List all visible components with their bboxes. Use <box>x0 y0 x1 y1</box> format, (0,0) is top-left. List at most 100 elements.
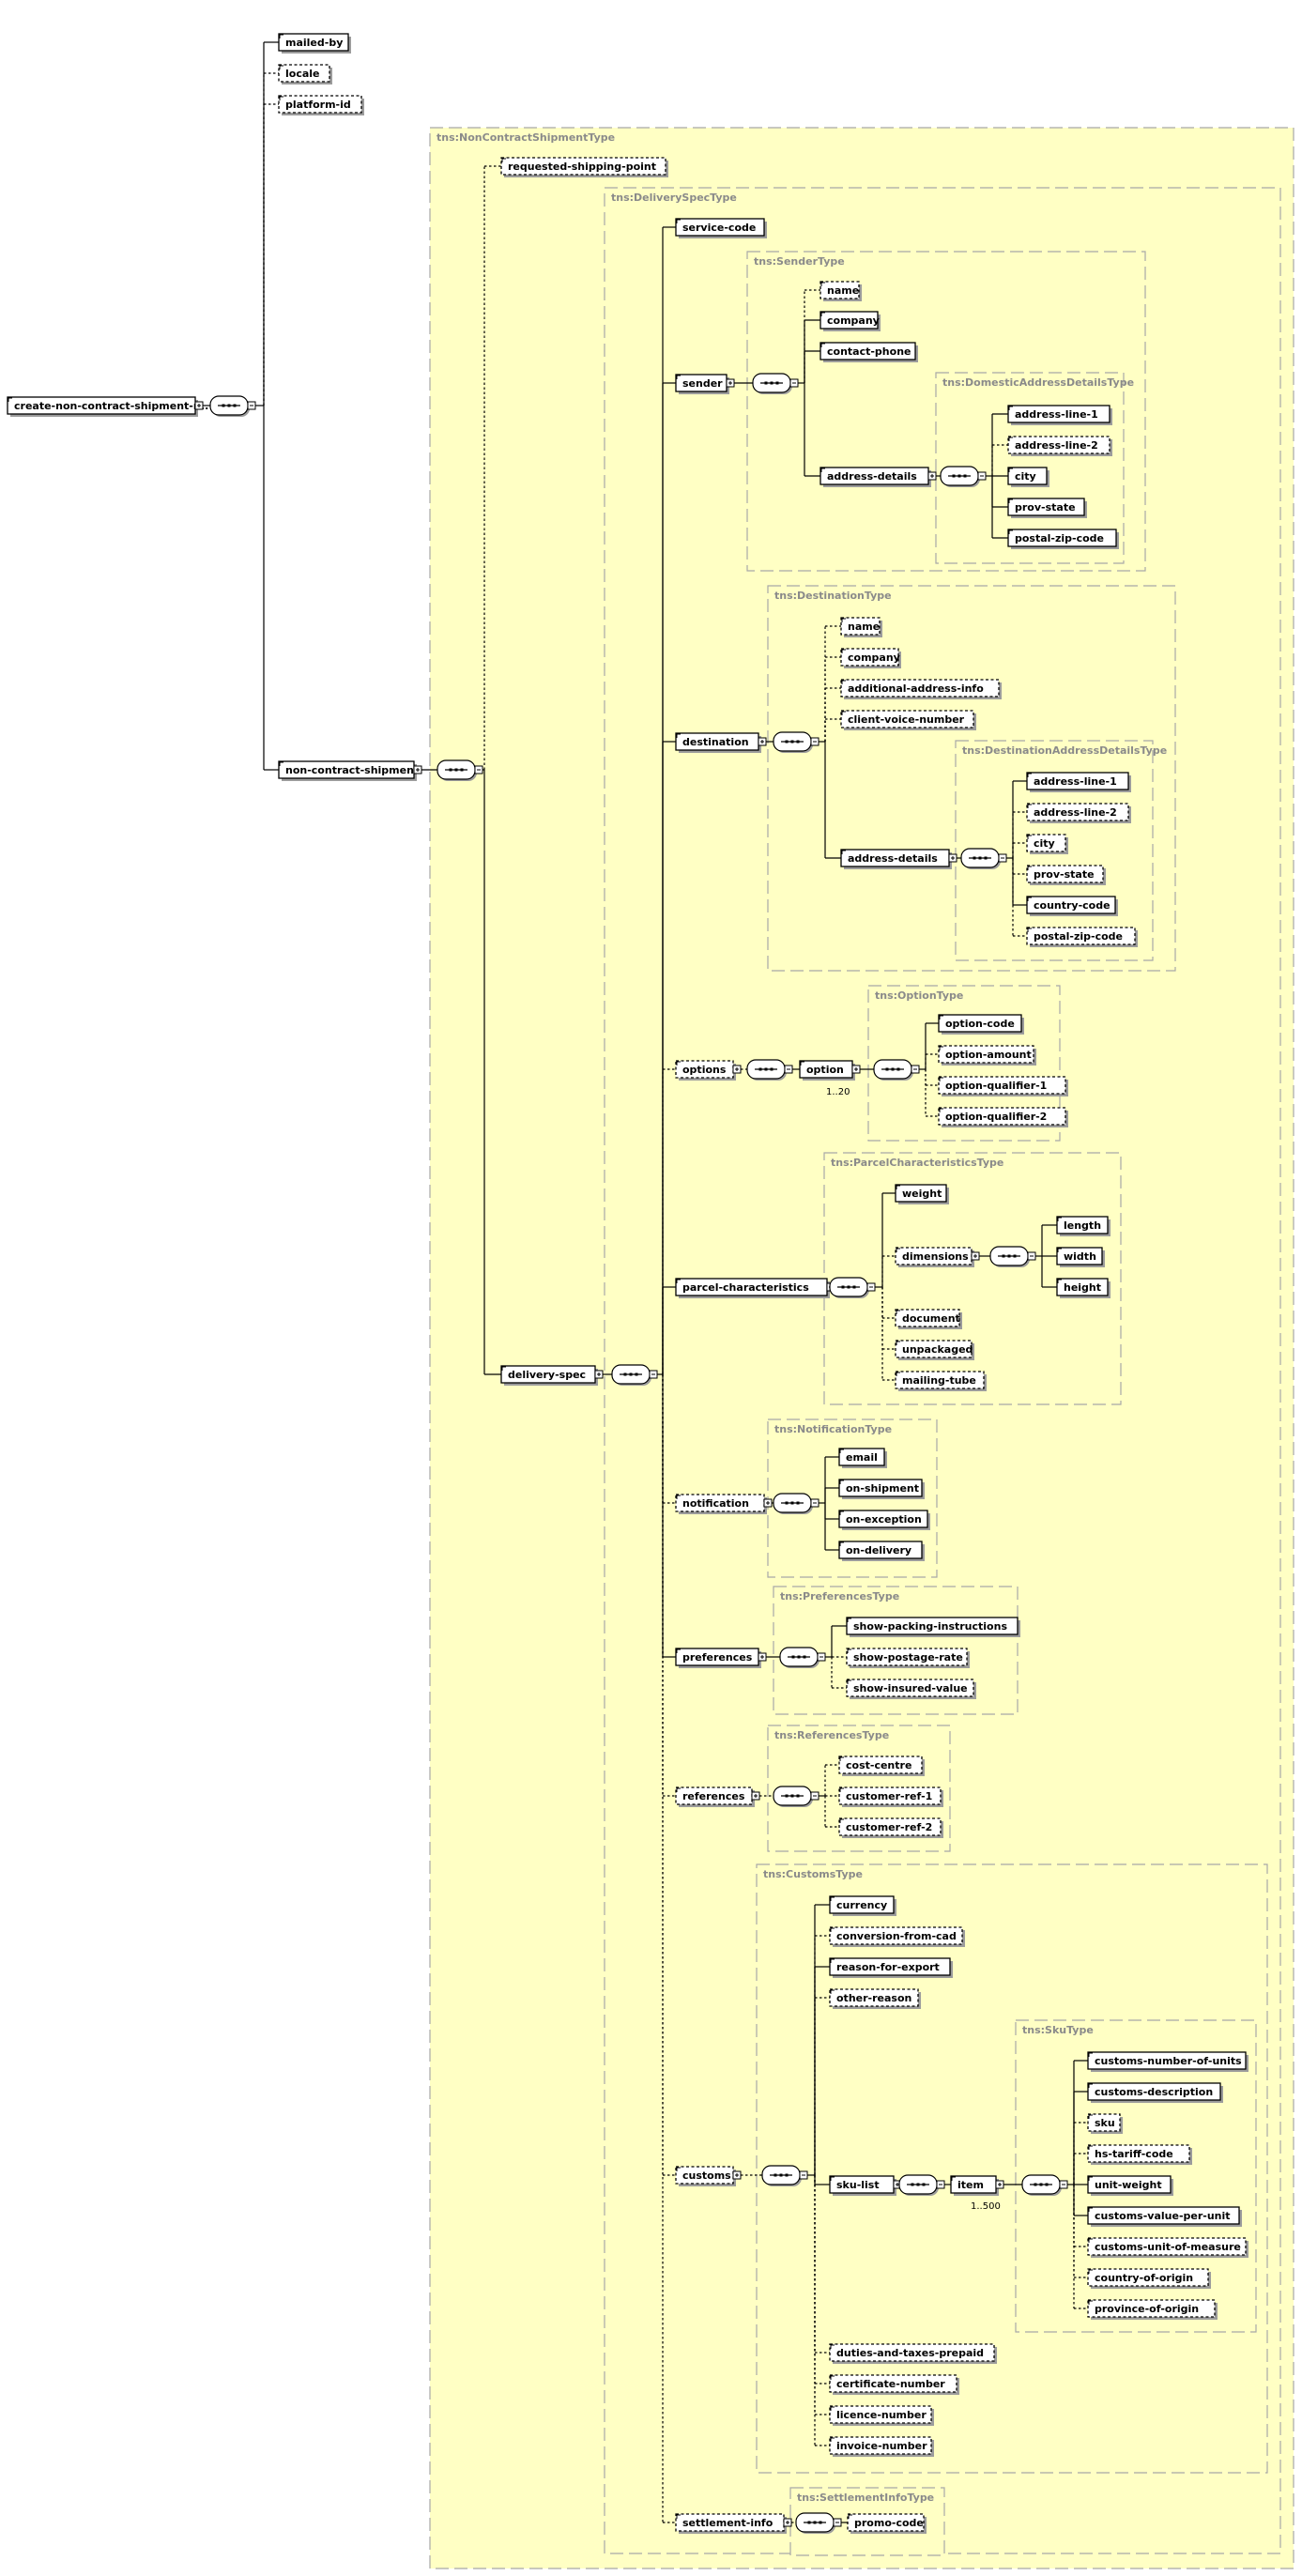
element-node[interactable]: option-qualifier-2 <box>938 1107 1068 1127</box>
element-label: references <box>682 1790 745 1802</box>
element-node[interactable]: requested-shipping-point <box>500 157 668 177</box>
sequence-compositor-icon <box>209 395 256 417</box>
element-node[interactable]: mailed-by <box>278 33 351 54</box>
element-node[interactable]: option-code <box>938 1014 1024 1035</box>
element-node[interactable]: address-line-1 <box>1007 405 1112 425</box>
element-label: hs-tariff-code <box>1095 2148 1173 2160</box>
element-node[interactable]: customs-number-of-units <box>1087 2051 1248 2072</box>
element-node[interactable]: city <box>1026 834 1068 854</box>
element-node[interactable]: sku <box>1087 2113 1123 2134</box>
element-node[interactable]: customs-description <box>1087 2082 1223 2103</box>
element-label: address-details <box>827 470 917 483</box>
sequence-compositor-icon <box>898 2174 945 2196</box>
element-node[interactable]: customs-value-per-unit <box>1087 2206 1242 2227</box>
element-node[interactable]: customer-ref-1 <box>838 1786 943 1807</box>
element-label: country-of-origin <box>1095 2272 1193 2284</box>
element-node[interactable]: option-amount <box>938 1045 1036 1066</box>
element-node[interactable]: on-delivery <box>838 1541 925 1561</box>
element-node[interactable]: prov-state <box>1026 865 1106 885</box>
element-node[interactable]: client-voice-number <box>840 710 976 730</box>
element-node[interactable]: option <box>799 1060 861 1081</box>
element-node[interactable]: cost-centre <box>838 1756 925 1776</box>
element-node[interactable]: company <box>819 311 881 331</box>
element-node[interactable]: create-non-contract-shipment-r... <box>7 396 208 417</box>
element-node[interactable]: options <box>675 1060 742 1081</box>
element-label: contact-phone <box>827 345 911 358</box>
element-node[interactable]: weight <box>895 1184 949 1204</box>
element-node[interactable]: references <box>675 1786 760 1807</box>
element-node[interactable]: width <box>1056 1247 1105 1267</box>
element-label: customs-description <box>1095 2086 1213 2098</box>
multiplicity-label: 1..500 <box>971 2201 1001 2212</box>
element-label: unpackaged <box>902 1343 973 1356</box>
element-node[interactable]: contact-phone <box>819 342 918 362</box>
element-node[interactable]: address-line-2 <box>1007 436 1112 456</box>
element-node[interactable]: parcel-characteristics <box>675 1278 835 1298</box>
element-label: on-delivery <box>846 1544 911 1556</box>
element-node[interactable]: settlement-info <box>675 2513 792 2534</box>
element-node[interactable]: additional-address-info <box>840 679 1002 699</box>
element-node[interactable]: address-details <box>819 467 937 487</box>
element-label: province-of-origin <box>1095 2303 1199 2315</box>
element-node[interactable]: non-contract-shipment <box>278 760 422 781</box>
element-label: non-contract-shipment <box>285 764 419 776</box>
element-node[interactable]: postal-zip-code <box>1007 529 1119 549</box>
element-node[interactable]: dimensions <box>895 1247 980 1267</box>
element-node[interactable]: country-of-origin <box>1087 2268 1211 2289</box>
element-node[interactable]: other-reason <box>829 1988 921 2009</box>
element-node[interactable]: customs-unit-of-measure <box>1087 2237 1248 2258</box>
element-node[interactable]: name <box>840 617 882 637</box>
element-node[interactable]: platform-id <box>278 95 364 115</box>
element-node[interactable]: unpackaged <box>895 1340 974 1360</box>
element-node[interactable]: show-insured-value <box>846 1679 976 1699</box>
element-node[interactable]: province-of-origin <box>1087 2299 1218 2320</box>
element-node[interactable]: height <box>1056 1278 1111 1298</box>
element-node[interactable]: reason-for-export <box>829 1957 953 1978</box>
element-node[interactable]: name <box>819 281 862 301</box>
element-node[interactable]: destination <box>675 732 767 753</box>
element-node[interactable]: delivery-spec <box>500 1365 604 1386</box>
element-node[interactable]: invoice-number <box>829 2436 934 2457</box>
element-node[interactable]: show-packing-instructions <box>846 1617 1020 1637</box>
element-node[interactable]: sender <box>675 374 735 394</box>
element-node[interactable]: address-details <box>840 849 957 869</box>
element-label: certificate-number <box>836 2378 945 2390</box>
element-node[interactable]: address-line-1 <box>1026 772 1131 792</box>
element-node[interactable]: promo-code <box>847 2513 927 2534</box>
element-node[interactable]: locale <box>278 64 332 84</box>
element-node[interactable]: address-line-2 <box>1026 803 1131 823</box>
element-node[interactable]: currency <box>829 1895 896 1916</box>
element-node[interactable]: mailing-tube <box>895 1371 987 1391</box>
type-label: tns:NotificationType <box>774 1423 892 1435</box>
element-node[interactable]: hs-tariff-code <box>1087 2144 1192 2165</box>
element-label: promo-code <box>854 2517 924 2529</box>
element-node[interactable]: email <box>838 1448 887 1468</box>
element-node[interactable]: sku-list <box>829 2175 902 2196</box>
element-node[interactable]: on-shipment <box>838 1479 925 1499</box>
element-node[interactable]: duties-and-taxes-prepaid <box>829 2343 997 2364</box>
element-node[interactable]: postal-zip-code <box>1026 927 1138 947</box>
element-node[interactable]: item <box>950 2175 1004 2196</box>
element-label: item <box>957 2179 984 2191</box>
element-node[interactable]: preferences <box>675 1648 767 1668</box>
element-node[interactable]: conversion-from-cad <box>829 1926 965 1947</box>
element-node[interactable]: company <box>840 648 901 668</box>
element-node[interactable]: licence-number <box>829 2405 934 2426</box>
sequence-compositor-icon <box>960 848 1007 869</box>
element-node[interactable]: unit-weight <box>1087 2175 1173 2196</box>
element-node[interactable]: country-code <box>1026 896 1118 916</box>
element-node[interactable]: service-code <box>675 218 767 238</box>
element-node[interactable]: city <box>1007 467 1049 487</box>
sequence-compositor-icon <box>773 731 819 753</box>
element-node[interactable]: prov-state <box>1007 498 1087 518</box>
element-node[interactable]: document <box>895 1309 962 1329</box>
element-node[interactable]: notification <box>675 1494 773 1514</box>
element-node[interactable]: customs <box>675 2166 742 2186</box>
element-node[interactable]: on-exception <box>838 1510 930 1530</box>
element-node[interactable]: customer-ref-2 <box>838 1817 943 1838</box>
element-node[interactable]: option-qualifier-1 <box>938 1076 1068 1096</box>
element-node[interactable]: show-postage-rate <box>846 1648 970 1668</box>
element-node[interactable]: length <box>1056 1216 1111 1236</box>
element-node[interactable]: certificate-number <box>829 2374 959 2395</box>
element-label: other-reason <box>836 1992 911 2004</box>
